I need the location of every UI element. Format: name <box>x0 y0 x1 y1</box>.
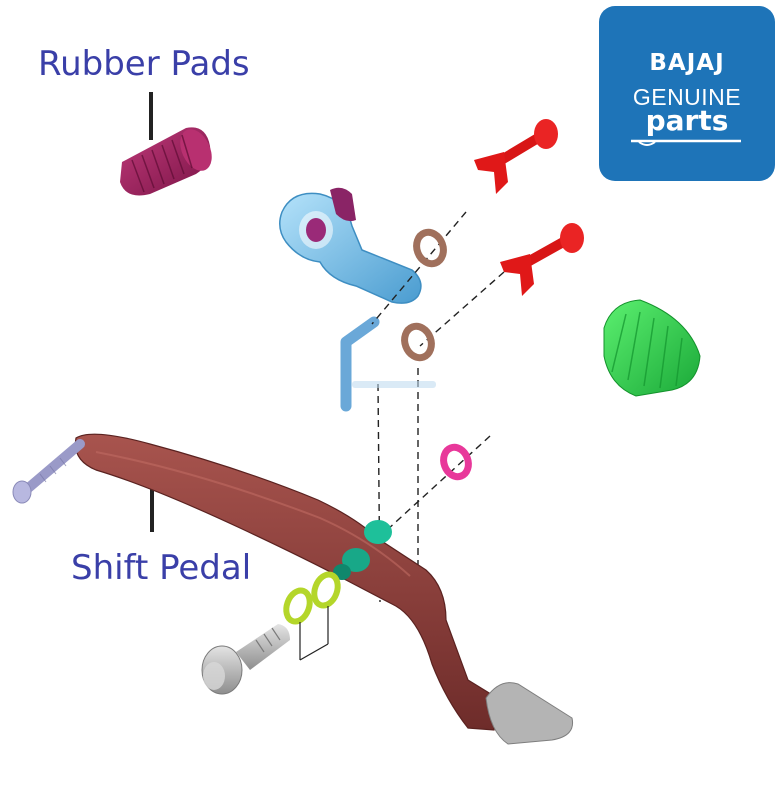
rubber-pads-label: Rubber Pads <box>38 44 250 84</box>
logo-swoosh-icon <box>631 139 741 146</box>
pedal-pin <box>12 439 85 504</box>
watermark-graphic <box>352 378 438 395</box>
logo-genuine-text: GENUINE <box>632 84 742 110</box>
brown-washer-lower <box>401 322 435 362</box>
pedal-bushing <box>333 520 392 580</box>
yellow-washer-outer <box>283 587 313 625</box>
red-pivot-bolt-upper <box>474 119 558 194</box>
washer-guide-lines <box>299 606 329 661</box>
watermark-icon <box>352 381 436 388</box>
rubber-pad-part <box>120 127 212 196</box>
logo-brand-text: BAJAJ <box>649 50 725 76</box>
green-pedal-rubber <box>603 299 701 397</box>
pink-washer <box>440 443 472 481</box>
bajaj-genuine-parts-logo: BAJAJ GENUINE parts <box>599 6 775 181</box>
shift-linkage-bracket <box>279 187 422 304</box>
shift-pedal-label: Shift Pedal <box>71 548 252 588</box>
shift-rod <box>340 316 380 412</box>
red-pivot-bolt-lower <box>500 223 584 296</box>
pivot-bolt-gray <box>201 624 290 695</box>
brown-washer-upper <box>413 228 447 268</box>
logo-parts-text: parts <box>645 104 729 137</box>
yellow-washer-inner <box>311 571 341 609</box>
shift-pedal-part <box>74 433 574 745</box>
